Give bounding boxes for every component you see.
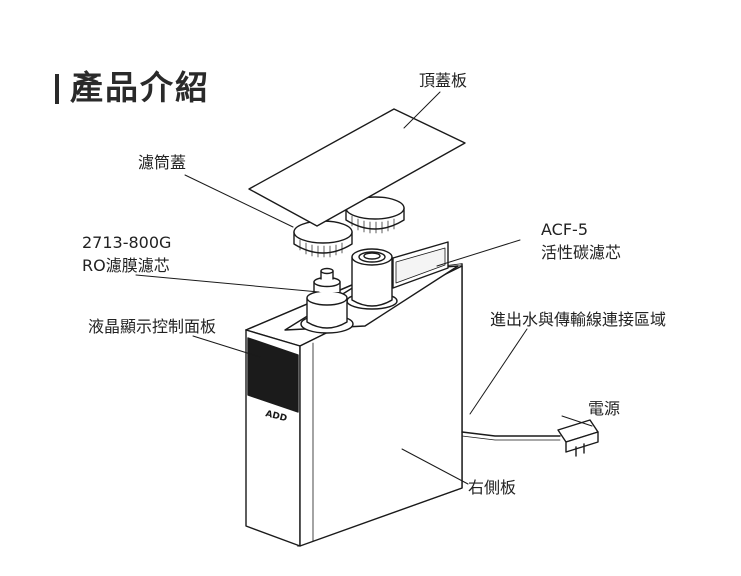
label-acf-model: ACF-5 <box>541 220 588 239</box>
label-power: 電源 <box>588 399 621 418</box>
top-cover-plate <box>248 108 466 227</box>
label-right-side: 右側板 <box>468 478 517 497</box>
power-cord <box>461 419 599 457</box>
acf-filter-cartridge <box>351 248 393 307</box>
ro-filter-cartridge <box>306 267 348 329</box>
label-top-cover: 頂蓋板 <box>419 71 468 90</box>
label-ro-name: RO濾膜濾芯 <box>82 256 170 275</box>
title-accent-bar <box>55 74 59 104</box>
label-filter-cap: 濾筒蓋 <box>138 153 187 172</box>
leader-lines <box>135 91 593 485</box>
label-acf-name: 活性碳濾芯 <box>541 243 622 262</box>
label-lcd-panel: 液晶顯示控制面板 <box>88 317 217 336</box>
label-ports: 進出水與傳輸線連接區域 <box>490 310 667 329</box>
page-title: 產品介紹 <box>70 68 210 107</box>
filter-caps <box>293 196 405 258</box>
lcd-panel <box>247 337 299 413</box>
label-ro-model: 2713-800G <box>82 233 172 252</box>
